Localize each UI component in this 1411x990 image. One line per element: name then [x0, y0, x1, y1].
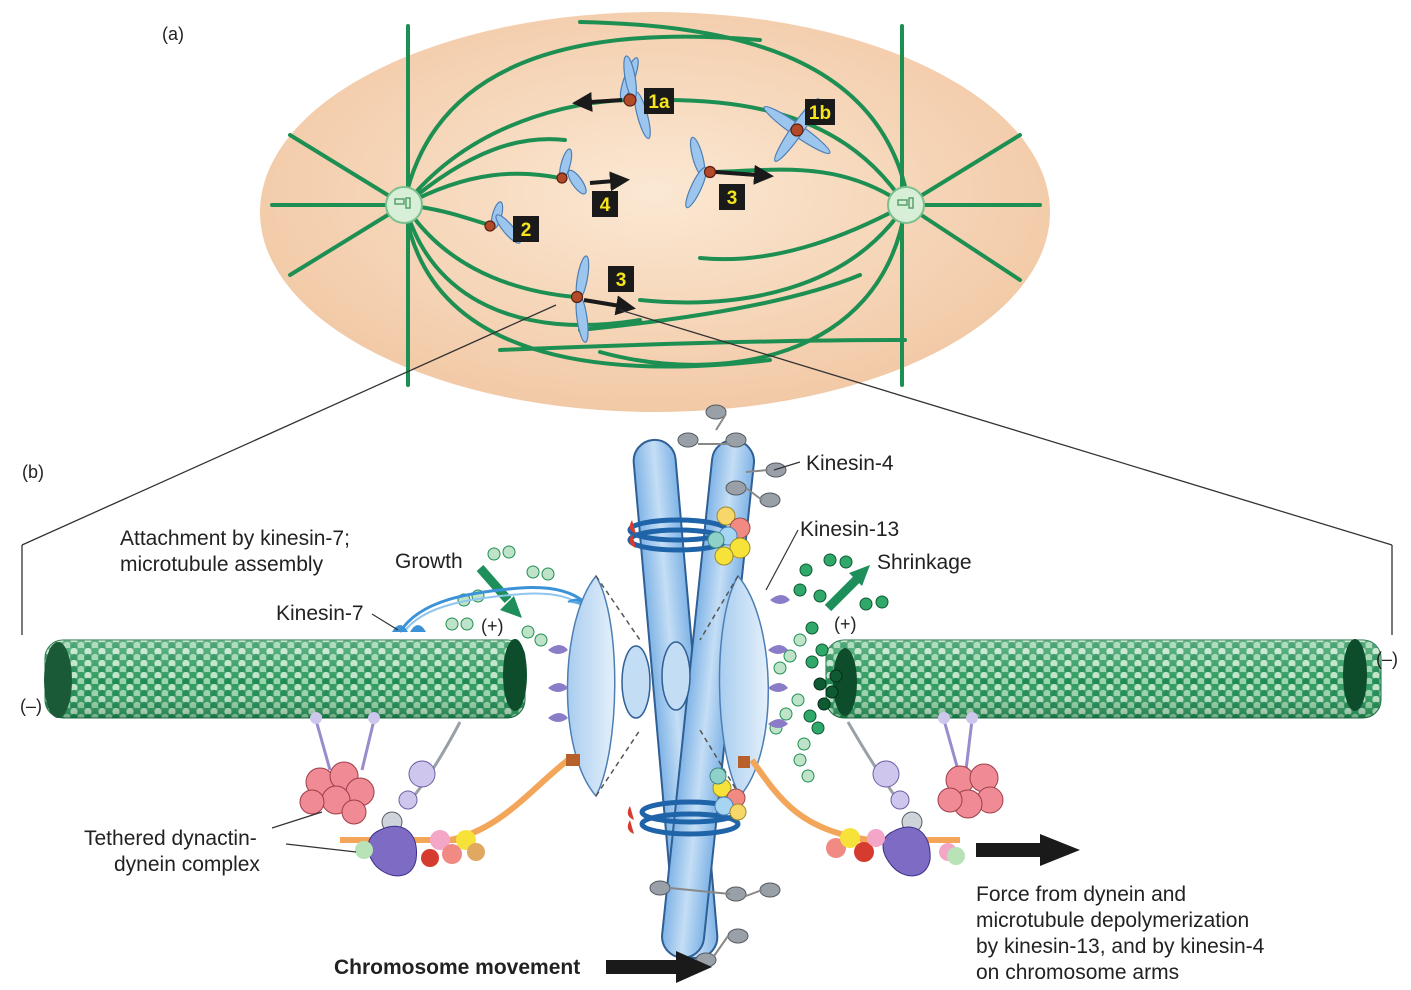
badge-1b: 1b — [805, 99, 835, 125]
kinesin-4-stalks — [669, 413, 769, 957]
label-minus-left: (–) — [20, 696, 42, 716]
panel-a: (a) — [21, 12, 1393, 635]
microtubule-left — [44, 639, 527, 719]
chromosome — [621, 438, 755, 960]
microtubule-right — [825, 639, 1382, 719]
force-arrow — [976, 834, 1080, 866]
svg-text:1a: 1a — [648, 92, 670, 113]
kinetochore-left — [566, 574, 641, 798]
chromosome-3-lower — [570, 255, 590, 343]
chromosome-3-upper — [685, 136, 717, 209]
dynein-complex-left — [299, 712, 580, 877]
badge-3-upper: 3 — [719, 184, 745, 210]
svg-text:3: 3 — [616, 270, 627, 291]
chromosomes-small — [484, 55, 831, 343]
label-plus-left: (+) — [481, 616, 504, 636]
label-force-line2: microtubule depolymerization — [976, 909, 1249, 932]
label-force-line1: Force from dynein and — [976, 883, 1186, 906]
kinesin-4-motors — [649, 404, 787, 968]
label-attachment-line1: Attachment by kinesin-7; — [120, 527, 350, 550]
cell-body — [260, 12, 1050, 412]
svg-text:3: 3 — [727, 188, 738, 209]
growth-arrow — [476, 565, 522, 618]
label-shrinkage: Shrinkage — [877, 551, 972, 574]
zoom-lines — [21, 304, 1393, 635]
panel-label-b: (b) — [22, 462, 44, 482]
label-kinesin-13: Kinesin-13 — [800, 518, 899, 541]
svg-text:2: 2 — [521, 220, 532, 241]
svg-text:1b: 1b — [809, 103, 831, 124]
label-kinesin-7: Kinesin-7 — [276, 602, 364, 625]
dynein-complex-right — [738, 712, 1004, 877]
label-chromosome-movement: Chromosome movement — [334, 956, 580, 979]
label-growth: Growth — [395, 550, 463, 573]
panel-label-a: (a) — [162, 24, 184, 44]
label-force-line3: by kinesin-13, and by kinesin-4 — [976, 935, 1265, 958]
label-attachment-line2: microtubule assembly — [120, 553, 324, 576]
label-minus-right: (–) — [1376, 649, 1398, 669]
leader-lines — [271, 461, 801, 853]
chromosome-red-ends — [627, 520, 636, 834]
badges: 1a 1b 2 3 4 3 — [513, 88, 835, 292]
label-kinesin-4: Kinesin-4 — [806, 452, 894, 475]
panel-b: (b) — [20, 404, 1398, 984]
label-plus-right: (+) — [834, 614, 857, 634]
badge-2: 2 — [513, 216, 539, 242]
svg-text:4: 4 — [600, 195, 611, 216]
chromosome-4 — [556, 148, 587, 195]
centrosome-left — [385, 186, 423, 224]
kinetochore-proteins — [707, 506, 751, 821]
chromosome-movement-arrow — [606, 951, 712, 983]
kinesin-13-motors — [548, 595, 790, 728]
badge-3-lower: 3 — [608, 266, 634, 292]
centrosome-right — [887, 186, 925, 224]
shrinkage-arrow — [824, 565, 870, 612]
label-dynactin-line1: Tethered dynactin- — [84, 827, 257, 850]
label-force-line4: on chromosome arms — [976, 961, 1179, 984]
label-dynactin-line2: dynein complex — [114, 853, 260, 876]
badge-1a: 1a — [644, 88, 674, 114]
movement-arrows-a — [572, 91, 774, 316]
badge-4: 4 — [592, 191, 618, 217]
